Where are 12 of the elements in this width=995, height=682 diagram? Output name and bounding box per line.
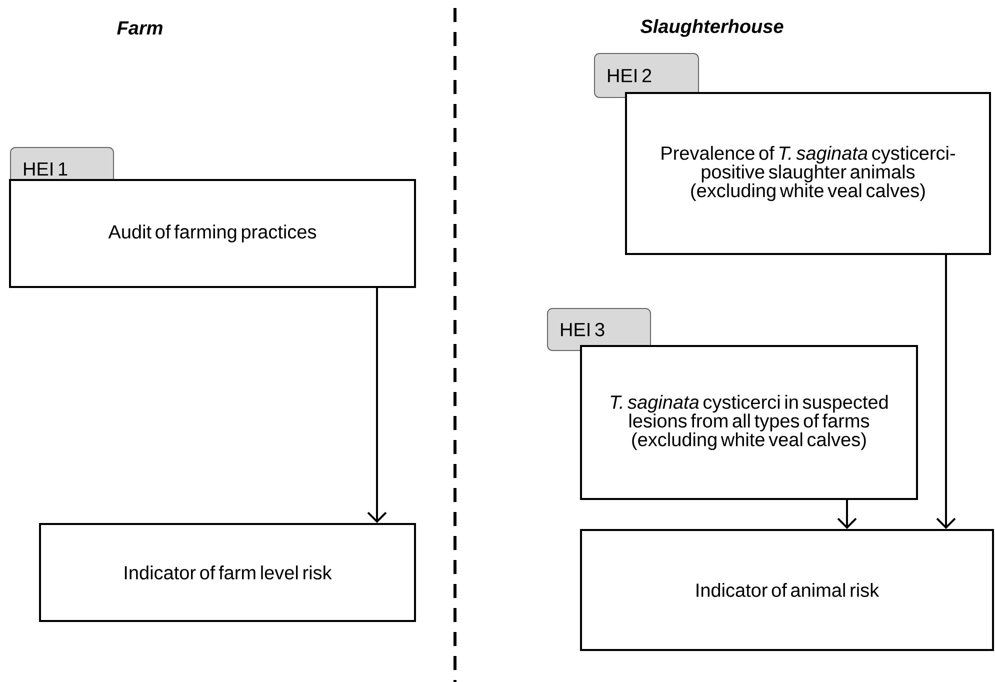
process-box: Indicator of farm level risk (39, 523, 416, 622)
process-box: Audit of farming practices (9, 179, 416, 288)
tab-label: HEI 2 (594, 53, 699, 98)
arrow (936, 255, 956, 529)
tab-label: HEI 3 (547, 308, 651, 351)
process-box: Prevalence of T. saginata cysticerci-positive slaughter animals (excluding white veal calves) (625, 92, 991, 255)
column-heading: Farm (117, 21, 162, 35)
process-box: Indicator of animal risk (580, 529, 994, 651)
process-box: T. saginata cysticerci in suspected lesions from all types of farms (excluding white veal calves) (580, 345, 918, 500)
arrow (367, 288, 387, 523)
arrow (837, 500, 857, 529)
column-heading: Slaughterhouse (640, 19, 784, 37)
